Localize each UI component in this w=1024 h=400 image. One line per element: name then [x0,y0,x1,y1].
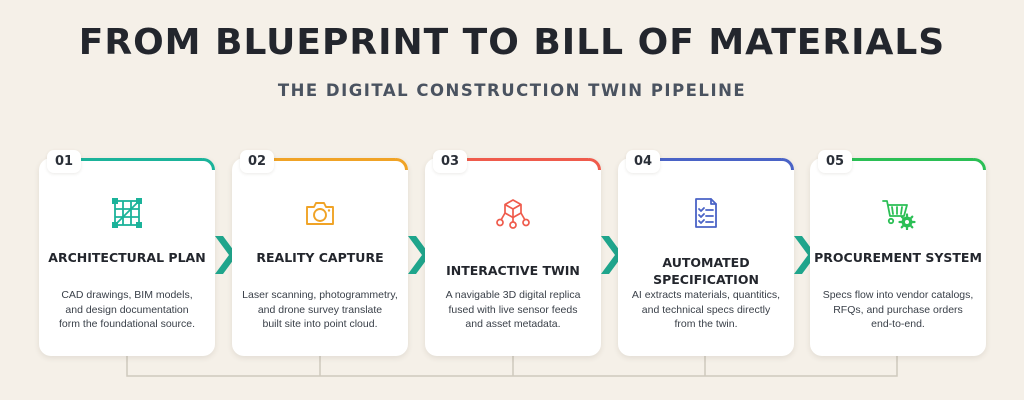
step-card-architectural-plan: 01 ARCHITECTURAL PLAN CAD drawings, BIM … [39,150,215,356]
step-title: REALITY CAPTURE [256,250,384,265]
step-description: A navigable 3D digital replica fused wit… [445,289,581,330]
cart-gear-icon [882,200,916,230]
step-number: 01 [47,150,82,173]
step-description: Specs flow into vendor catalogs, RFQs, a… [822,289,974,330]
step-description: Laser scanning, photogrammetry, and dron… [242,289,398,330]
step-card-procurement-system: 05 PROC [810,150,986,356]
step-number: 04 [626,150,661,173]
step-number: 02 [240,150,275,173]
page-title: FROM BLUEPRINT TO BILL OF MATERIALS [78,22,946,63]
camera-icon [306,202,334,225]
step-title: PROCUREMENT SYSTEM [814,250,982,265]
blueprint-grid-icon [112,198,142,228]
step-title: ARCHITECTURAL PLAN [48,250,206,265]
step-description: CAD drawings, BIM models, and design doc… [59,289,195,330]
step-card-interactive-twin: 03 INTERACTIVE TWIN A navigable 3D digit… [425,150,601,356]
step-title: INTERACTIVE TWIN [446,263,580,278]
step-card-automated-specification: 04 AUTOMATED SPECIFICATION AI extracts m… [618,150,794,356]
step-card-reality-capture: 02 REALITY CAPTURE Laser scanning, photo… [232,150,408,356]
step-description: AI extracts materials, quantitics, and t… [631,289,781,330]
page-subtitle: THE DIGITAL CONSTRUCTION TWIN PIPELINE [277,81,747,100]
step-number: 03 [433,150,468,173]
network-cube-icon [496,199,530,229]
checklist-icon [695,198,717,228]
step-title: AUTOMATED SPECIFICATION [653,255,759,287]
step-number: 05 [818,150,853,173]
